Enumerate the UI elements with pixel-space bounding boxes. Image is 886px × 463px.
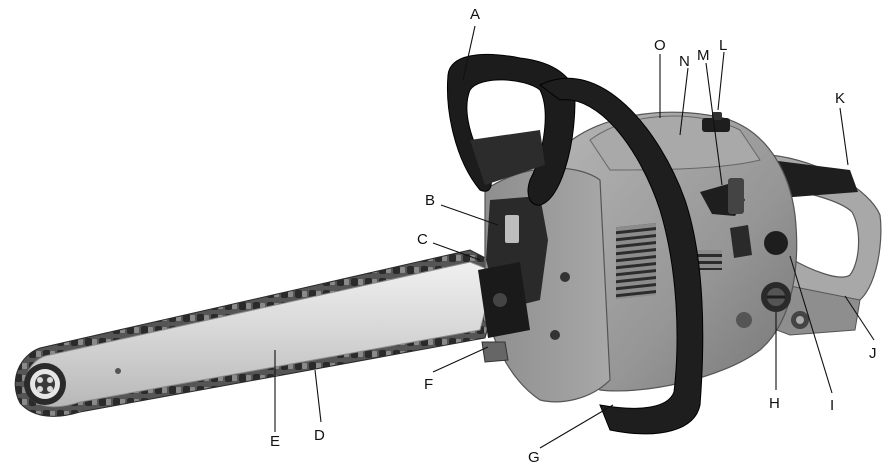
leader-f bbox=[433, 347, 488, 372]
leader-d bbox=[315, 370, 321, 422]
front-grip-lower bbox=[736, 312, 752, 328]
starter-knob bbox=[761, 282, 791, 312]
bar-rivet bbox=[115, 368, 121, 374]
chain-tensioner bbox=[482, 342, 508, 362]
callout-label-n: N bbox=[679, 53, 690, 70]
callout-label-d: D bbox=[314, 427, 325, 444]
primer-bulb bbox=[791, 311, 809, 329]
bar-nut bbox=[493, 293, 507, 307]
choke-slot bbox=[728, 178, 744, 214]
chainsaw-illustration bbox=[15, 54, 881, 433]
callout-label-h: H bbox=[769, 395, 780, 412]
callout-label-a: A bbox=[470, 6, 480, 23]
callout-label-l: L bbox=[719, 37, 727, 54]
nose-sprocket bbox=[24, 363, 66, 405]
chain-brake-slot bbox=[505, 215, 519, 243]
callout-label-k: K bbox=[835, 90, 845, 107]
callout-label-c: C bbox=[417, 231, 428, 248]
callout-label-m: M bbox=[697, 47, 710, 64]
callout-label-i: I bbox=[830, 397, 834, 414]
callout-label-e: E bbox=[270, 433, 280, 450]
callout-label-o: O bbox=[654, 37, 666, 54]
callout-label-g: G bbox=[528, 449, 540, 463]
oil-cap bbox=[764, 231, 788, 255]
side-bolt bbox=[560, 272, 570, 282]
cooling-vents bbox=[616, 223, 656, 299]
leader-g bbox=[540, 405, 613, 448]
callout-label-b: B bbox=[425, 192, 435, 209]
leader-k bbox=[840, 108, 848, 165]
leader-l bbox=[718, 52, 724, 110]
side-bolt-2 bbox=[550, 330, 560, 340]
callout-label-j: J bbox=[869, 345, 877, 362]
callout-label-f: F bbox=[424, 376, 433, 393]
